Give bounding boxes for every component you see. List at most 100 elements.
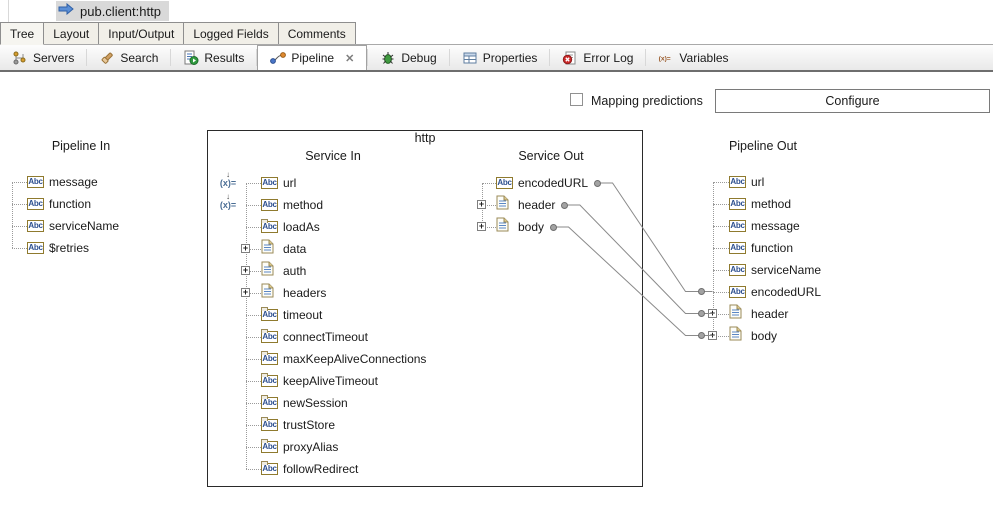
string-field-default-icon: Abc <box>261 417 278 431</box>
expand-icon[interactable]: + <box>708 308 717 318</box>
view-tab-results[interactable]: Results <box>171 45 256 70</box>
expand-icon[interactable]: + <box>477 199 486 209</box>
close-tab-icon[interactable]: ✕ <box>345 52 355 65</box>
field-label: url <box>283 176 297 190</box>
pipeline-out-node-body[interactable]: +body <box>698 326 777 346</box>
document-field-icon <box>729 326 742 346</box>
expand-icon[interactable]: + <box>477 221 486 231</box>
field-label: $retries <box>49 241 90 255</box>
field-label: loadAs <box>283 220 320 234</box>
configure-button[interactable]: Configure <box>715 89 990 113</box>
field-label: data <box>283 242 307 256</box>
service-in-node-loadAs[interactable]: Abc loadAs <box>246 217 320 237</box>
string-field-default-icon: Abc <box>261 373 278 387</box>
string-field-default-icon: Abc <box>261 351 278 365</box>
field-label: serviceName <box>49 219 120 233</box>
doc-tab-layout[interactable]: Layout <box>43 22 100 44</box>
string-field-icon: Abc <box>729 198 746 210</box>
doc-tab-input-output[interactable]: Input/Output <box>98 22 185 44</box>
document-field-icon <box>261 283 274 303</box>
field-label: function <box>49 197 92 211</box>
editor-tab[interactable]: pub.client:http <box>56 1 169 21</box>
tree-branch-line <box>713 314 731 315</box>
tree-branch-line <box>246 469 263 470</box>
mapping-target-port[interactable] <box>698 288 705 295</box>
tree-branch-line <box>12 248 29 249</box>
service-in-tree-line <box>246 183 247 469</box>
left-rule <box>8 0 9 22</box>
search-icon <box>99 50 115 66</box>
mapping-source-port[interactable] <box>550 223 558 231</box>
expand-icon[interactable]: + <box>708 330 717 340</box>
service-out-node-header[interactable]: +header <box>477 195 569 215</box>
doc-tab-logged-fields[interactable]: Logged Fields <box>183 22 279 44</box>
tree-branch-line <box>246 293 263 294</box>
mapping-target-port[interactable] <box>698 310 705 317</box>
expand-icon[interactable]: + <box>241 265 250 275</box>
tree-branch-line <box>713 292 731 293</box>
service-in-node-headers[interactable]: +headers <box>241 283 326 303</box>
field-label: newSession <box>283 396 348 410</box>
expand-icon[interactable]: + <box>241 243 250 253</box>
view-tab-debug[interactable]: Debug <box>368 45 448 70</box>
service-in-node-data[interactable]: + data <box>241 239 307 259</box>
view-tab-search[interactable]: Search <box>87 45 170 70</box>
tree-branch-line <box>713 270 731 271</box>
properties-icon <box>462 50 478 66</box>
field-label: connectTimeout <box>283 330 368 344</box>
servers-icon <box>12 50 28 66</box>
service-in-node-auth[interactable]: +auth <box>241 261 306 281</box>
string-field-default-icon: Abc <box>261 219 278 233</box>
view-tab-separator <box>549 49 551 66</box>
tree-branch-line <box>246 337 263 338</box>
string-field-icon: Abc <box>729 220 746 232</box>
editor-tab-title: pub.client:http <box>80 3 161 19</box>
doc-tab-comments[interactable]: Comments <box>277 22 356 44</box>
view-tab-pipeline[interactable]: Pipeline✕ <box>257 45 368 70</box>
view-tab-error-log[interactable]: Error Log <box>550 45 645 70</box>
expand-icon[interactable]: + <box>241 287 250 297</box>
assigned-value-icon: ↓(x)= <box>219 192 237 211</box>
field-label: keepAliveTimeout <box>283 374 378 388</box>
tree-branch-line <box>713 248 731 249</box>
view-tab-variables[interactable]: (x)=Variables <box>646 45 740 70</box>
pipeline-out-node-header[interactable]: +header <box>698 304 788 324</box>
mapping-source-port[interactable] <box>594 179 602 187</box>
mapping-target-port[interactable] <box>698 332 705 339</box>
field-label: encodedURL <box>518 176 589 190</box>
view-tab-label: Properties <box>482 50 538 65</box>
service-out-node-body[interactable]: +body <box>477 217 558 237</box>
service-in-node-keepAliveTimeout[interactable]: Abc keepAliveTimeout <box>246 371 378 391</box>
document-field-icon <box>261 261 274 281</box>
view-tab-servers[interactable]: Servers <box>0 45 86 70</box>
string-field-default-icon: Abc <box>261 307 278 321</box>
mapping-source-port[interactable] <box>561 201 569 209</box>
string-field-icon: Abc <box>729 176 746 188</box>
mapping-predictions-checkbox[interactable] <box>570 93 583 106</box>
pipeline-in-node--retries[interactable]: Abc$retries <box>12 238 89 258</box>
tree-branch-line <box>246 381 263 382</box>
view-tab-properties[interactable]: Properties <box>450 45 550 70</box>
doc-tab-tree[interactable]: Tree <box>0 22 45 45</box>
tree-branch-line <box>246 227 263 228</box>
